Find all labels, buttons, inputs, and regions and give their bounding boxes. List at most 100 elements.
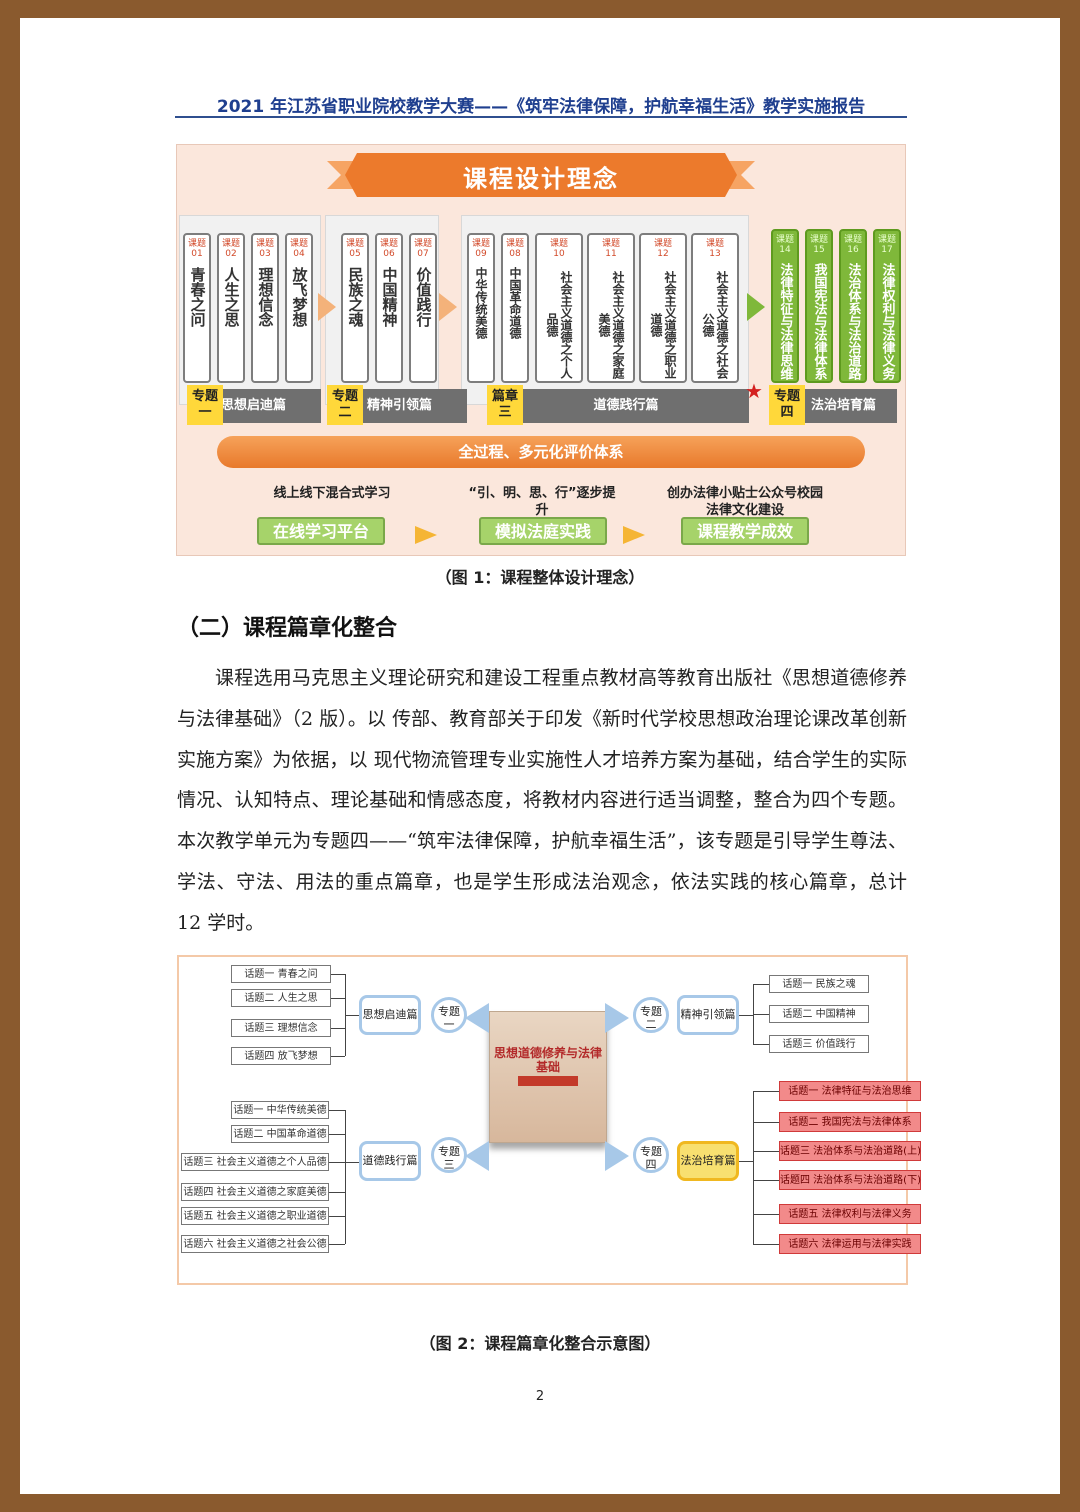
special-label: 精神引领篇 bbox=[345, 389, 467, 423]
topic-box: 话题一 青春之问 bbox=[231, 965, 331, 983]
connector bbox=[329, 1110, 345, 1111]
law-topic-box: 话题二 我国宪法与法律体系 bbox=[779, 1112, 921, 1132]
topic-box: 话题四 放飞梦想 bbox=[231, 1047, 331, 1065]
connector bbox=[331, 974, 345, 975]
special-label: 法治培育篇 bbox=[797, 389, 897, 423]
arrow-right-icon bbox=[605, 1141, 629, 1171]
connector bbox=[345, 1015, 359, 1016]
connector bbox=[331, 1028, 345, 1029]
section-title: （二）课程篇章化整合 bbox=[177, 615, 398, 641]
connector bbox=[753, 1214, 779, 1215]
figure2-caption: （图 2：课程篇章化整合示意图） bbox=[419, 1334, 661, 1353]
bottom-box: 课程教学成效 bbox=[681, 517, 809, 545]
topic-circle: 专题一 bbox=[431, 997, 467, 1033]
arrow-right-icon bbox=[605, 1003, 629, 1033]
arrow-left-icon bbox=[465, 1003, 489, 1033]
law-topic-box: 话题六 法律运用与法律实践 bbox=[779, 1234, 921, 1254]
topic-box: 话题二 中国精神 bbox=[769, 1005, 869, 1023]
connector bbox=[739, 1015, 753, 1016]
special-label: 思想启迪篇 bbox=[207, 389, 321, 423]
topic-box: 话题一 中华传统美德 bbox=[231, 1101, 329, 1119]
topic-box: 话题三 理想信念 bbox=[231, 1019, 331, 1037]
special-label: 道德践行篇 bbox=[503, 389, 749, 423]
flow-arrow-icon bbox=[439, 293, 457, 321]
connector bbox=[345, 1110, 346, 1244]
part-node: 精神引领篇 bbox=[677, 995, 739, 1035]
topic-box: 话题一 民族之魂 bbox=[769, 975, 869, 993]
header-rule bbox=[175, 116, 907, 118]
topic-box: 话题五 社会主义道德之职业道德 bbox=[181, 1207, 329, 1225]
connector bbox=[329, 1162, 345, 1163]
law-topic-box: 话题五 法律权利与法律义务 bbox=[779, 1204, 921, 1224]
topic-box: 话题三 社会主义道德之个人品德 bbox=[181, 1153, 329, 1171]
topic-circle: 专题二 bbox=[633, 997, 669, 1033]
bottom-box: 模拟法庭实践 bbox=[479, 517, 607, 545]
page-number: 2 bbox=[535, 1389, 545, 1404]
connector bbox=[739, 1161, 753, 1162]
part-node: 思想启迪篇 bbox=[359, 995, 421, 1035]
law-topic-box: 话题三 法治体系与法治道路(上) bbox=[779, 1141, 921, 1161]
title-ribbon bbox=[327, 153, 755, 197]
law-topic-box: 话题四 法治体系与法治道路(下) bbox=[779, 1170, 921, 1190]
bottom-caption: 创办法律小贴士公众号校园法律文化建设 bbox=[666, 486, 823, 518]
law-topic-box: 话题一 法律特征与法治思维 bbox=[779, 1081, 921, 1101]
bottom-caption: 线上线下混合式学习 bbox=[273, 486, 391, 501]
connector bbox=[753, 984, 769, 985]
connector bbox=[753, 1014, 769, 1015]
connector bbox=[329, 1192, 345, 1193]
special-tag: 专题二 bbox=[327, 385, 363, 425]
special-tag: 专题四 bbox=[769, 385, 805, 425]
topic-box: 话题二 人生之思 bbox=[231, 989, 331, 1007]
flow-arrow-icon bbox=[318, 293, 336, 321]
connector bbox=[753, 1244, 779, 1245]
part-node: 道德践行篇 bbox=[359, 1141, 421, 1181]
topic-circle: 专题三 bbox=[431, 1137, 467, 1173]
evaluation-bar: 全过程、多元化评价体系 bbox=[217, 436, 865, 468]
connector bbox=[331, 998, 345, 999]
figure-chapter-integration: 话题一 青春之问 话题二 人生之思 话题三 理想信念 话题四 放飞梦想 思想启迪… bbox=[177, 955, 921, 1285]
topic-circle: 专题四 bbox=[633, 1137, 669, 1173]
page: 2021 年江苏省职业院校教学大赛——《筑牢法律保障，护航幸福生活》教学实施报告… bbox=[20, 18, 1060, 1494]
connector bbox=[345, 1162, 359, 1163]
connector bbox=[753, 1091, 779, 1092]
page-header: 2021 年江苏省职业院校教学大赛——《筑牢法律保障，护航幸福生活》教学实施报告 bbox=[216, 97, 866, 117]
flow-arrow-icon bbox=[747, 293, 765, 321]
textbook-cover: 思想道德修养与法律基础 bbox=[489, 1011, 607, 1143]
special-tag: 专题一 bbox=[187, 385, 223, 425]
connector bbox=[329, 1134, 345, 1135]
topic-box: 话题二 中国革命道德 bbox=[231, 1125, 329, 1143]
topic-box: 话题六 社会主义道德之社会公德 bbox=[181, 1235, 329, 1253]
connector bbox=[329, 1244, 345, 1245]
figure1-caption: （图 1：课程整体设计理念） bbox=[435, 568, 645, 587]
connector bbox=[753, 1151, 779, 1152]
star-icon: ★ bbox=[745, 379, 763, 403]
connector bbox=[753, 1091, 754, 1245]
connector bbox=[753, 1044, 769, 1045]
topic-box: 话题三 价值践行 bbox=[769, 1035, 869, 1053]
bottom-box: 在线学习平台 bbox=[257, 517, 385, 545]
topic-box: 话题四 社会主义道德之家庭美德 bbox=[181, 1183, 329, 1201]
arrow-right-icon bbox=[623, 526, 645, 544]
special-tag: 篇章三 bbox=[487, 385, 523, 425]
figure1-title: 课程设计理念 bbox=[463, 165, 619, 193]
connector bbox=[753, 1122, 779, 1123]
bottom-caption: “引、明、思、行”逐步提升 bbox=[468, 486, 616, 518]
connector bbox=[753, 1180, 779, 1181]
